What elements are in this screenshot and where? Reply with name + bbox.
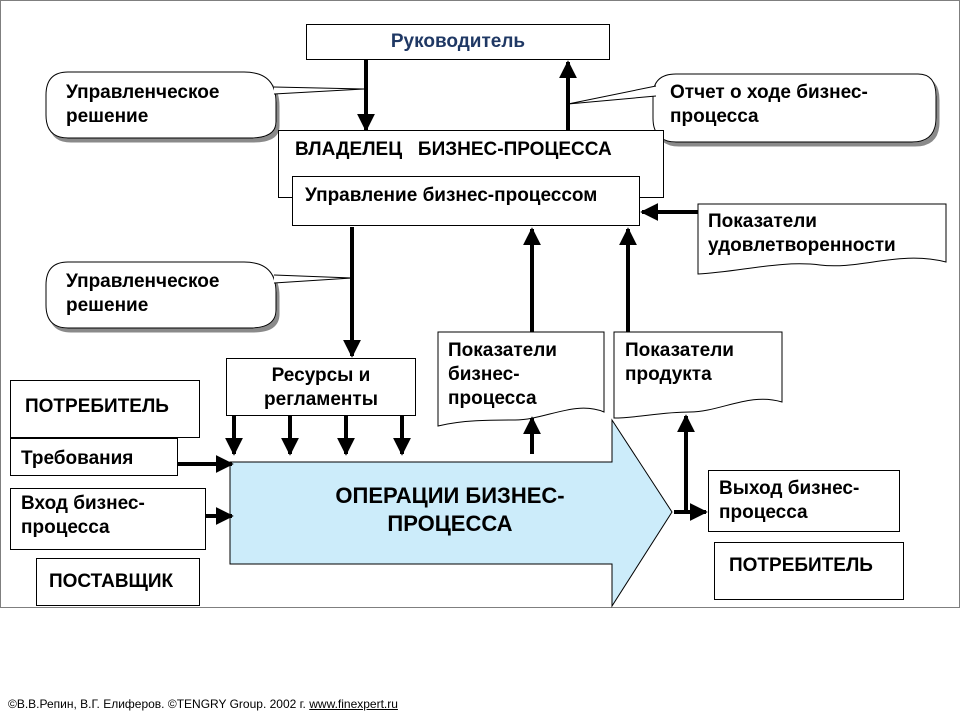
callout-decision-top-shape xyxy=(45,71,277,139)
resources-label: Ресурсы и регламенты xyxy=(264,365,378,410)
process-output-box: Выход бизнес-процесса xyxy=(708,470,900,532)
operations-label: ОПЕРАЦИИ БИЗНЕС-ПРОЦЕССА xyxy=(335,483,565,536)
callout-report-pointer xyxy=(567,85,657,105)
satisfaction-label: Показатели удовлетворенности xyxy=(708,211,896,256)
website-link[interactable]: www.finexpert.ru xyxy=(309,697,398,711)
callout-decision-mid-pointer xyxy=(273,274,353,284)
supplier-box: ПОСТАВЩИК xyxy=(36,558,200,606)
callout-decision-mid-shape xyxy=(45,261,277,329)
consumer-left-box: ПОТРЕБИТЕЛЬ xyxy=(10,380,200,438)
requirements-label: Требования xyxy=(21,448,134,469)
doc-satisfaction-shape xyxy=(697,203,947,275)
process-output-label: Выход бизнес-процесса xyxy=(719,478,860,523)
doc-product-indicators-shape xyxy=(613,331,783,419)
process-input-label: Вход бизнес-процесса xyxy=(21,493,145,538)
bpm-label: Управление бизнес-процессом xyxy=(305,185,598,206)
requirements-box: Требования xyxy=(10,438,178,476)
decision-mid-label: Управленческое решение xyxy=(66,271,220,316)
product-indicators-label: Показатели продукта xyxy=(625,340,734,385)
leader-box: Руководитель xyxy=(306,24,610,60)
copyright-footer: ©В.В.Репин, В.Г. Елиферов. ©TENGRY Group… xyxy=(8,697,398,711)
doc-process-indicators-shape xyxy=(437,331,605,427)
leader-label: Руководитель xyxy=(390,31,526,52)
operations-arrow-shape xyxy=(229,418,673,608)
consumer-left-label: ПОТРЕБИТЕЛЬ xyxy=(25,396,169,417)
consumer-right-label: ПОТРЕБИТЕЛЬ xyxy=(729,555,873,576)
consumer-right-box: ПОТРЕБИТЕЛЬ xyxy=(714,542,904,600)
bpm-box: Управление бизнес-процессом xyxy=(292,176,640,226)
owner-label: ВЛАДЕЛЕЦ БИЗНЕС-ПРОЦЕССА xyxy=(295,139,612,160)
progress-report-label: Отчет о ходе бизнес-процесса xyxy=(670,82,868,127)
copyright-text: ©В.В.Репин, В.Г. Елиферов. ©TENGRY Group… xyxy=(8,697,310,711)
callout-decision-top-pointer xyxy=(273,86,365,95)
decision-top-label: Управленческое решение xyxy=(66,82,220,127)
process-input-box: Вход бизнес-процесса xyxy=(10,488,206,550)
resources-box: Ресурсы и регламенты xyxy=(226,358,416,416)
supplier-label: ПОСТАВЩИК xyxy=(49,571,174,592)
process-indicators-label: Показатели бизнес-процесса xyxy=(448,340,557,409)
